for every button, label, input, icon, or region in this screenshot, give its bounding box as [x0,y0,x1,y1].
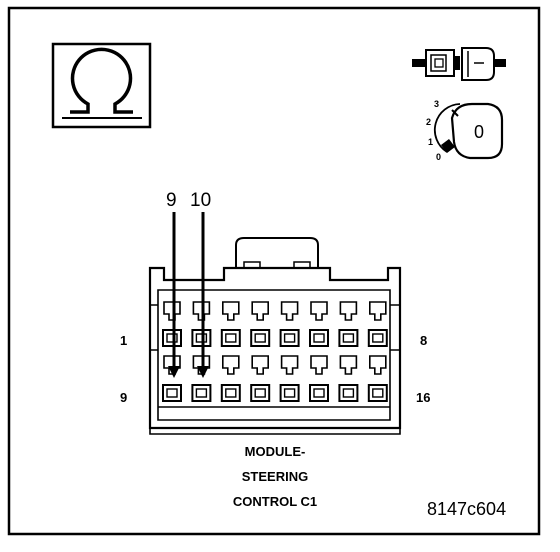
probe-arrow-10 [197,366,209,378]
probe-label-10: 10 [190,190,211,211]
connector-body [148,237,402,435]
pin-label-bottom-left: 9 [120,390,127,405]
cavity-pin [195,333,208,343]
terminal-slot [280,301,299,321]
figure-id: 8147c604 [427,499,506,519]
terminal-slot [251,355,269,375]
caption-line-3: CONTROL C1 [233,494,317,509]
pin-label-top-right: 8 [420,333,427,348]
cavity-pin [166,333,178,343]
cavity-pin [313,388,325,398]
cavity-pin [225,333,237,343]
probe-label-9: 9 [166,190,177,211]
terminal-slot [339,355,358,375]
cavity-pin [254,388,266,398]
ohm-symbol-icon [51,42,152,129]
ignition-pos-2: 2 [426,117,431,127]
terminal-slot [222,301,240,321]
ignition-pos-1: 1 [428,137,433,147]
caption-line-1: MODULE- [245,444,306,459]
cavity-pin [342,388,355,398]
cavity-pin [342,333,355,343]
cavity-pin [195,388,208,398]
ignition-key-label: 0 [474,122,484,142]
pin-label-bottom-right: 16 [416,390,430,405]
cavity-pin [166,388,178,398]
cavity-pin [254,333,266,343]
ignition-key-off-icon: 3 2 1 0 0 [426,99,504,162]
terminal-slot [251,301,269,321]
probe-arrow-9 [168,366,180,378]
cavity-pin [372,333,384,343]
ignition-pos-3: 3 [434,99,439,109]
cavity-pin [283,388,296,398]
connector-disconnect-icon [412,47,506,81]
terminal-slot [280,355,299,375]
probe-arrows: 9 10 [166,190,211,378]
terminal-slot [369,301,387,321]
cavity-pin [225,388,237,398]
cavity-pin [313,333,325,343]
caption-line-2: STEERING [242,469,308,484]
terminal-slot [339,301,358,321]
cavity-pin [372,388,384,398]
terminal-slot [310,301,328,321]
terminal-slot [222,355,240,375]
terminal-slot [310,355,328,375]
connector-cavities [158,301,390,408]
terminal-slot [369,355,387,375]
pin-label-top-left: 1 [120,333,127,348]
ignition-pos-0: 0 [436,152,441,162]
cavity-pin [283,333,296,343]
